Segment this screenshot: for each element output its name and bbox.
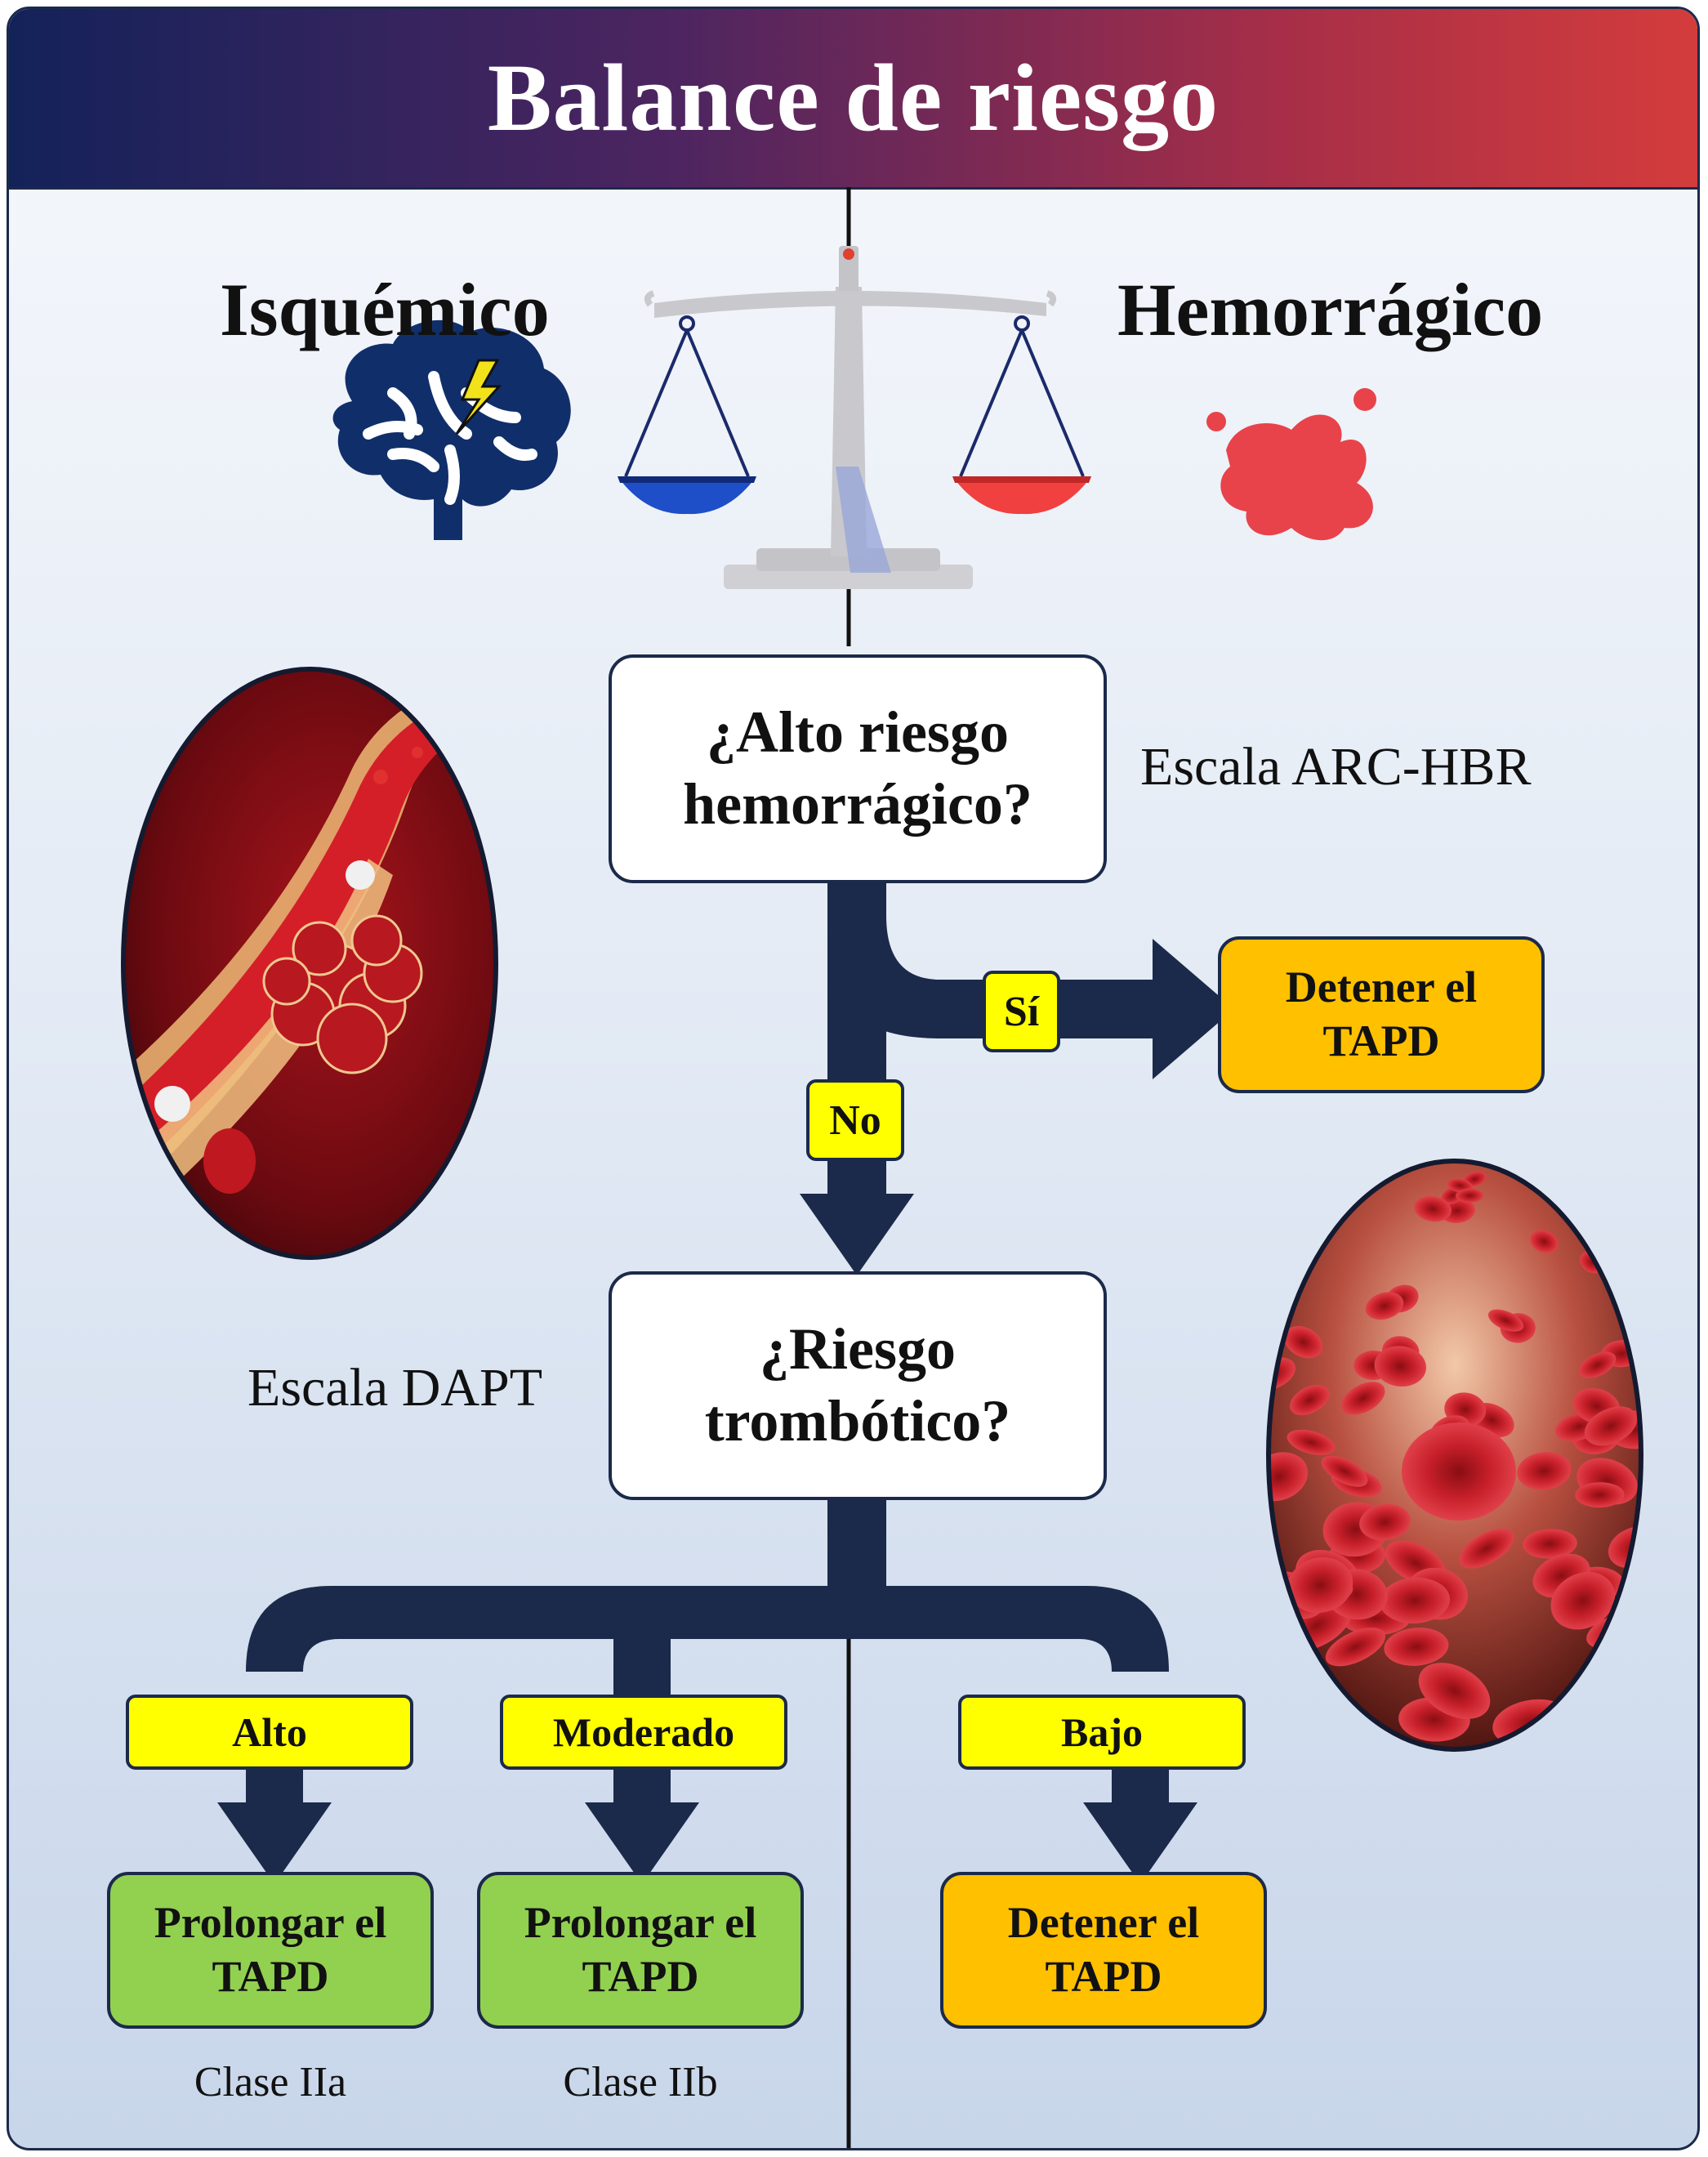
red-blood-cell — [1517, 1452, 1572, 1490]
page-title: Balance de riesgo — [487, 44, 1220, 151]
red-blood-cell — [1418, 1663, 1491, 1719]
arc-hbr-note: Escala ARC-HBR — [1140, 737, 1532, 797]
hemorrhagic-label: Hemorrágico — [1117, 268, 1544, 351]
red-blood-cell — [1287, 1429, 1336, 1455]
red-blood-cell — [1325, 1628, 1386, 1667]
prolong-dapt-box-iia: Prolongar el TAPD — [107, 1872, 434, 2029]
red-blood-cell — [1287, 1557, 1353, 1613]
brain-lightning-icon — [332, 319, 571, 540]
red-blood-cell — [1380, 1577, 1451, 1623]
red-blood-cells-illustration — [1269, 1161, 1641, 1749]
no-tag: No — [806, 1079, 904, 1161]
blood-drop-icon — [1206, 388, 1376, 541]
main-panel: Balance de riesgo — [7, 7, 1700, 2150]
red-blood-cell — [1523, 1529, 1577, 1559]
red-blood-cell — [1359, 1503, 1411, 1541]
ischemic-label: Isquémico — [220, 268, 550, 351]
question2-line1: ¿Riesgo — [760, 1316, 956, 1382]
red-blood-cell — [1290, 1196, 1313, 1213]
question2-line2: trombótico? — [704, 1388, 1011, 1454]
stop-dapt-line2: TAPD — [1322, 1016, 1440, 1065]
tag-alto: Alto — [126, 1695, 413, 1770]
prolong-dapt-box-iib: Prolongar el TAPD — [477, 1872, 804, 2029]
outcome-alto-line2: TAPD — [212, 1952, 329, 2001]
red-blood-cell — [1290, 1384, 1330, 1416]
arrowhead-bajo — [1083, 1802, 1197, 1884]
stop-dapt-box-2: Detener el TAPD — [940, 1872, 1267, 2029]
trunk-q2 — [827, 1496, 886, 1586]
red-blood-cell — [1414, 1195, 1452, 1222]
red-blood-cell — [1384, 1628, 1449, 1666]
no-arrow-head — [800, 1194, 914, 1275]
yes-branch-curve — [827, 916, 1153, 1038]
red-blood-cell — [1374, 1346, 1427, 1387]
red-blood-cell — [1579, 1351, 1617, 1378]
tag-moderado: Moderado — [500, 1695, 787, 1770]
outcome-moderado-line1: Prolongar el — [524, 1898, 757, 1948]
stop-dapt-line1: Detener el — [1285, 962, 1478, 1012]
red-blood-cell — [1459, 1528, 1514, 1569]
red-blood-cell — [1321, 1455, 1368, 1487]
arrowhead-alto — [217, 1802, 332, 1884]
red-blood-cell-large — [1402, 1422, 1516, 1521]
red-blood-cell — [1584, 1406, 1638, 1446]
question1-line1: ¿Alto riesgo — [707, 699, 1009, 766]
outcome-bajo-line1: Detener el — [1007, 1898, 1200, 1948]
yes-tag: Sí — [983, 971, 1060, 1052]
class-iib-label: Clase IIb — [563, 2059, 718, 2106]
red-blood-cell — [1586, 1672, 1641, 1734]
red-blood-cell — [1487, 1309, 1524, 1332]
header-banner: Balance de riesgo — [9, 9, 1697, 190]
question-thrombotic-risk: ¿Riesgo trombótico? — [609, 1271, 1107, 1500]
tag-bajo: Bajo — [958, 1695, 1246, 1770]
stop-dapt-box-1: Detener el TAPD — [1218, 936, 1545, 1093]
class-iia-label: Clase IIa — [194, 2059, 347, 2106]
yes-arrow-head — [1153, 939, 1234, 1079]
red-blood-cell — [1550, 1571, 1616, 1630]
red-blood-cell — [1269, 1452, 1309, 1502]
red-blood-cell — [1318, 1161, 1346, 1172]
outcome-alto-line1: Prolongar el — [154, 1898, 387, 1948]
red-blood-cell — [1341, 1382, 1385, 1415]
red-blood-cell — [1530, 1230, 1559, 1253]
question1-line2: hemorrágico? — [683, 771, 1032, 837]
red-blood-cell — [1291, 1182, 1318, 1203]
question-bleeding-risk: ¿Alto riesgo hemorrágico? — [609, 654, 1107, 883]
red-blood-cell — [1456, 1188, 1484, 1204]
dapt-score-note: Escala DAPT — [248, 1358, 543, 1418]
red-blood-cell — [1365, 1292, 1404, 1320]
clot-vessel-illustration — [123, 669, 496, 1257]
outcome-bajo-line2: TAPD — [1045, 1952, 1162, 2001]
outcome-moderado-line2: TAPD — [582, 1952, 699, 2001]
red-blood-cell — [1575, 1482, 1625, 1508]
red-blood-cell — [1284, 1326, 1323, 1359]
arrowhead-moderado — [585, 1802, 699, 1884]
balance-scale-icon — [618, 246, 1091, 589]
diagram-graphics — [121, 187, 1643, 2148]
split-bar — [246, 1586, 1169, 1672]
